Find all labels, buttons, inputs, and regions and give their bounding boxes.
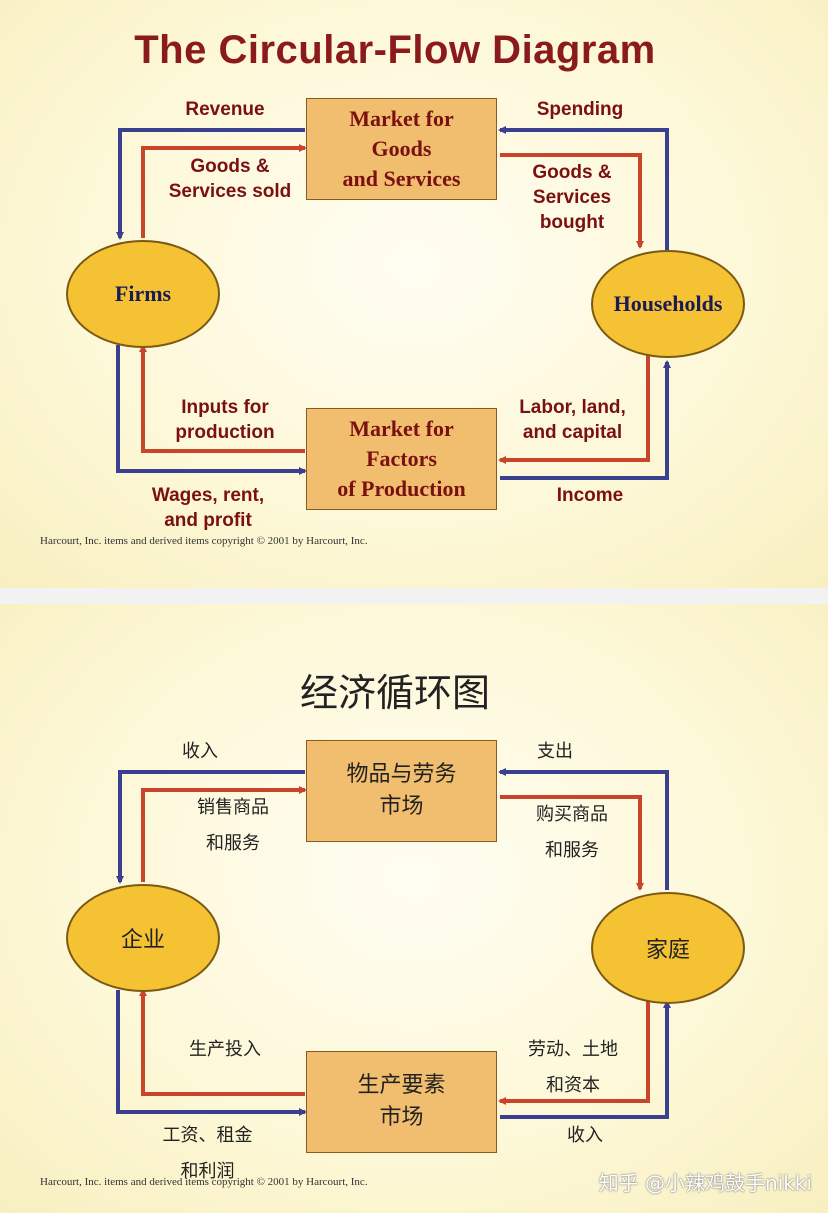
- income-flow-arrow: [500, 1000, 671, 1119]
- chinese-flow-arrows: [116, 768, 671, 1119]
- goods-bought-flow-arrow: [500, 153, 644, 249]
- wages-label: Wages, rent, and profit: [151, 485, 265, 531]
- goods-sold-label-zh: 销售商品 和服务: [197, 797, 269, 854]
- english-diagram-panel: The Circular-Flow Diagram Market for Goo…: [0, 0, 828, 588]
- revenue-flow-arrow: [116, 770, 305, 884]
- wages-label-zh: 工资、租金 和利润: [162, 1125, 253, 1182]
- panel-divider: [0, 588, 828, 604]
- chinese-diagram-panel: 经济循环图 物品与劳务 市场 生产要素 市场 企业 家庭 收入 销售商品 和服务…: [0, 604, 828, 1213]
- inputs-flow-arrow: [139, 344, 305, 453]
- spending-label-zh: 支出: [537, 741, 573, 762]
- inputs-label-zh: 生产投入: [189, 1039, 261, 1060]
- wages-flow-arrow: [116, 345, 307, 475]
- watermark: 知乎 @小辣鸡鼓手nikki: [598, 1171, 812, 1195]
- factors-market-box-zh: 生产要素 市场: [306, 1051, 497, 1153]
- labor-flow-arrow: [498, 994, 650, 1105]
- goods-sold-flow-arrow: [141, 144, 307, 238]
- households-node-zh: 家庭: [591, 892, 745, 1004]
- revenue-label: Revenue: [185, 99, 265, 120]
- households-node: Households: [591, 250, 745, 358]
- english-flow-arrows: [116, 126, 671, 480]
- factors-market-box: Market for Factors of Production: [306, 408, 497, 510]
- spending-flow-arrow: [498, 126, 669, 250]
- goods-bought-flow-arrow: [500, 795, 644, 891]
- labor-label: Labor, land, and capital: [519, 397, 626, 443]
- goods-services-market-box-zh: 物品与劳务 市场: [306, 740, 497, 842]
- goods-sold-label: Goods & Services sold: [168, 156, 292, 202]
- spending-label: Spending: [536, 99, 624, 120]
- goods-bought-label: Goods & Services bought: [532, 162, 612, 233]
- copyright-text: Harcourt, Inc. items and derived items c…: [40, 535, 368, 547]
- wages-flow-arrow: [116, 990, 307, 1116]
- revenue-label-zh: 收入: [182, 741, 218, 762]
- income-label: Income: [556, 485, 624, 506]
- goods-bought-label-zh: 购买商品 和服务: [536, 804, 608, 861]
- firms-node: Firms: [66, 240, 220, 348]
- goods-sold-flow-arrow: [141, 786, 307, 882]
- labor-flow-arrow: [498, 352, 650, 464]
- spending-flow-arrow: [498, 768, 669, 890]
- income-label-zh: 收入: [567, 1125, 603, 1146]
- diagram-title: The Circular-Flow Diagram: [134, 28, 656, 72]
- revenue-flow-arrow: [116, 128, 305, 240]
- inputs-label: Inputs for production: [175, 397, 275, 443]
- goods-services-market-box: Market for Goods and Services: [306, 98, 497, 200]
- firms-node-zh: 企业: [66, 884, 220, 992]
- copyright-text-zh: Harcourt, Inc. items and derived items c…: [40, 1176, 368, 1188]
- labor-label-zh: 劳动、土地 和资本: [528, 1039, 618, 1096]
- income-flow-arrow: [500, 360, 671, 480]
- diagram-title-zh: 经济循环图: [299, 671, 490, 715]
- inputs-flow-arrow: [139, 988, 305, 1096]
